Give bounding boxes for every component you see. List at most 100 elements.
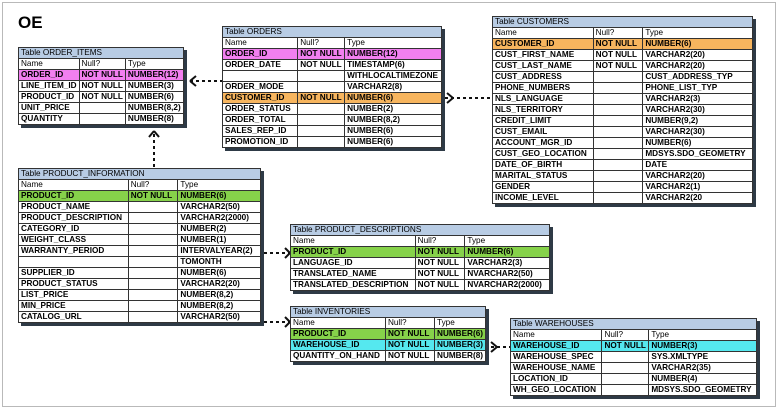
table-caption: Table CUSTOMERS — [492, 16, 753, 28]
cell-name: MIN_PRICE — [18, 300, 129, 312]
cell-null: NOT NULL — [78, 91, 126, 103]
cell-name: LIST_PRICE — [18, 289, 129, 301]
cell-null — [127, 300, 179, 312]
cell-null — [127, 234, 179, 246]
cell-type: NUMBER(12) — [344, 48, 442, 60]
cell-name: PRODUCT_NAME — [18, 201, 129, 213]
cell-name: CATEGORY_ID — [18, 223, 129, 235]
table-caption: Table ORDER_ITEMS — [18, 47, 184, 59]
cell-name — [221, 70, 299, 82]
cell-name: PRODUCT_ID — [290, 246, 416, 258]
cell-name: GENDER — [492, 181, 594, 193]
column-header: Null? — [78, 58, 126, 70]
cell-type: VARCHAR2(30) — [642, 104, 753, 116]
cell-type: NUMBER(2) — [344, 103, 442, 115]
cell-type: NUMBER(8,2) — [344, 114, 442, 126]
cell-type: NUMBER(6) — [344, 92, 442, 104]
column-header: Type — [124, 58, 184, 70]
cell-type: VARCHAR2(20) — [642, 170, 753, 182]
cell-null: NOT NULL — [78, 69, 126, 81]
cell-null: NOT NULL — [297, 59, 346, 71]
cell-null — [592, 93, 644, 105]
cell-name: CATALOG_URL — [18, 311, 129, 323]
cell-name: WEIGHT_CLASS — [18, 234, 129, 246]
column-header: Type — [464, 235, 550, 247]
cell-null: NOT NULL — [592, 38, 644, 50]
cell-type: MDSYS.SDO_GEOMETRY — [648, 384, 757, 396]
cell-type: INTERVALYEAR(2) — [177, 245, 261, 257]
cell-null: NOT NULL — [592, 60, 644, 72]
cell-type: DATE — [642, 159, 753, 171]
cell-null — [297, 103, 346, 115]
cell-null: NOT NULL — [78, 80, 126, 92]
cell-type: NUMBER(1) — [177, 234, 261, 246]
table-row: NLS_TERRITORY VARCHAR2(30) — [492, 104, 753, 116]
cell-null: NOT NULL — [414, 257, 466, 269]
cell-null — [592, 192, 644, 204]
cell-null — [78, 113, 126, 125]
table-row: WITHLOCALTIMEZONE — [221, 70, 442, 82]
table-row: ORDER_TOTAL NUMBER(8,2) — [221, 114, 442, 126]
cell-name: WAREHOUSE_ID — [509, 340, 603, 352]
cell-type: VARCHAR2(35) — [648, 362, 757, 374]
cell-null — [78, 102, 126, 114]
cell-type: NUMBER(6) — [642, 38, 753, 50]
column-header: Type — [177, 179, 261, 191]
cell-null: NOT NULL — [384, 328, 436, 340]
cell-type: NUMBER(3) — [124, 80, 184, 92]
cell-name: SALES_REP_ID — [221, 125, 299, 137]
column-header: Null? — [384, 317, 436, 329]
cell-type: NVARCHAR2(2000) — [464, 279, 550, 291]
cell-name: CUST_ADDRESS — [492, 71, 594, 83]
cell-name — [18, 256, 129, 268]
cell-name: ORDER_MODE — [221, 81, 299, 93]
cell-type: NUMBER(6) — [464, 246, 550, 258]
cell-type: VARCHAR2(20) — [177, 278, 261, 290]
cell-name: PRODUCT_ID — [290, 328, 386, 340]
cell-null — [127, 245, 179, 257]
column-header: Type — [434, 317, 486, 329]
cell-null — [592, 159, 644, 171]
cell-name: NLS_TERRITORY — [492, 104, 594, 116]
cell-null — [601, 362, 650, 374]
cell-name: CREDIT_LIMIT — [492, 115, 594, 127]
cell-name: CUSTOMER_ID — [221, 92, 299, 104]
cell-name: ORDER_TOTAL — [221, 114, 299, 126]
cell-null — [127, 278, 179, 290]
cell-name: ACCOUNT_MGR_ID — [492, 137, 594, 149]
cell-type: NUMBER(6) — [344, 136, 442, 148]
column-header: Null? — [601, 329, 650, 341]
cell-type: NUMBER(6) — [177, 267, 261, 279]
cell-null — [592, 104, 644, 116]
cell-type: VARCHAR2(8) — [344, 81, 442, 93]
cell-name: TRANSLATED_NAME — [290, 268, 416, 280]
cell-type: NVARCHAR2(50) — [464, 268, 550, 280]
cell-null — [601, 373, 650, 385]
column-header: Name — [18, 58, 80, 70]
cell-name: PRODUCT_STATUS — [18, 278, 129, 290]
schema-title: OE — [18, 13, 43, 32]
table-caption: Table PRODUCT_DESCRIPTIONS — [290, 224, 550, 236]
cell-name: ORDER_ID — [18, 69, 80, 81]
table-caption: Table ORDERS — [222, 26, 442, 38]
